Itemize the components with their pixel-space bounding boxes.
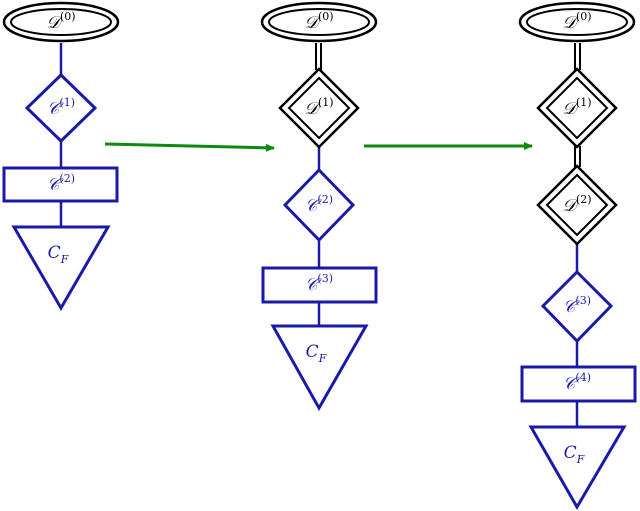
d0-label: 𝒟(0) [304, 10, 333, 33]
d1-node: 𝒟(1) [536, 67, 618, 149]
d0-label: 𝒟(0) [46, 10, 75, 33]
cf-label: CF [48, 243, 69, 266]
d2-label: 𝒟(2) [562, 193, 591, 216]
cf-node: CF [11, 225, 111, 311]
c2-node: 𝒞(2) [2, 166, 119, 203]
d0-node: 𝒟(0) [518, 1, 636, 43]
c3-node: 𝒞(3) [261, 266, 378, 304]
cf-node: CF [528, 425, 627, 510]
cf-label: CF [306, 342, 327, 365]
transition-arrow [104, 142, 275, 152]
column-3: 𝒟(0) 𝒟(1) 𝒟(2) 𝒞(3) 𝒞(4) CF [518, 1, 637, 510]
c3-node: 𝒞(3) [540, 269, 614, 344]
d0-node: 𝒟(0) [260, 1, 378, 43]
d2-node: 𝒟(2) [536, 164, 618, 246]
column-2: 𝒟(0) 𝒟(1) 𝒞(2) 𝒞(3) CF [260, 1, 378, 412]
c1-node: 𝒞(1) [24, 72, 98, 144]
column-1: 𝒟(0) 𝒞(1) 𝒞(2) CF [2, 1, 120, 311]
cf-label: CF [564, 443, 585, 466]
d1-node: 𝒟(1) [278, 67, 360, 149]
d0-node: 𝒟(0) [2, 1, 120, 43]
cf-node: CF [270, 324, 369, 412]
c2-node: 𝒞(2) [282, 167, 356, 243]
d1-label: 𝒟(1) [304, 96, 333, 119]
d1-label: 𝒟(1) [562, 96, 591, 119]
d0-label: 𝒟(0) [562, 10, 591, 33]
c4-node: 𝒞(4) [520, 365, 637, 403]
